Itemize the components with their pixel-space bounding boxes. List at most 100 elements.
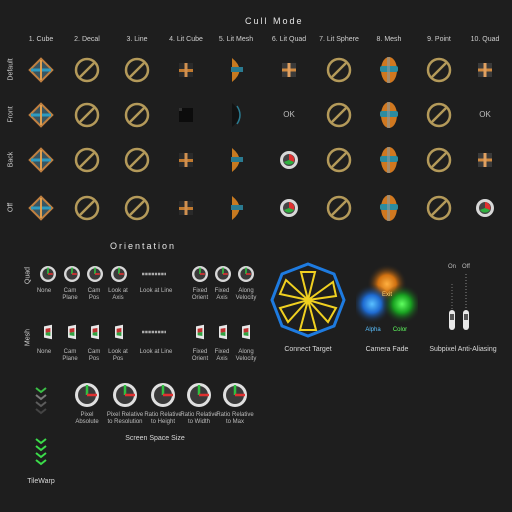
cull-mesh-icon: [374, 145, 404, 175]
orientation-quad-icon: [188, 262, 212, 286]
cull-litcube-icon: [171, 145, 201, 175]
screen-space-gizmo-icon: [184, 380, 214, 410]
orientation-quad-icon: [83, 262, 107, 286]
cull-ring-icon: [72, 145, 102, 175]
arrow-stack-green-icon: [34, 436, 48, 466]
cull-column-header: 8. Mesh: [376, 36, 402, 43]
orientation-mesh-icon: [234, 320, 258, 344]
cull-ring-icon: [324, 145, 354, 175]
cull-ring-icon: [324, 100, 354, 130]
cull-ring-icon: [122, 55, 152, 85]
cull-ring-icon: [72, 193, 102, 223]
orientation-mesh-icon: [60, 320, 84, 344]
cull-ring-icon: [424, 55, 454, 85]
orientation-quad-label: Fixed Axis: [214, 288, 230, 301]
orientation-mesh-label: Along Velocity: [235, 349, 257, 362]
screen-space-label: Ratio Relative to Height: [144, 412, 182, 425]
orientation-mesh-label: Fixed Axis: [214, 349, 230, 362]
cull-litcube-icon: [171, 193, 201, 223]
orientation-mesh-icon: [107, 320, 131, 344]
orientation-mesh-icon: [36, 320, 60, 344]
orientation-quad-label: Look at Axis: [108, 288, 128, 301]
cull-column-header: 3. Line: [126, 36, 148, 43]
cull-ring-icon: [72, 100, 102, 130]
cull-litcube-dark-icon: [171, 100, 201, 130]
cull-litquad-icon: [470, 55, 500, 85]
connect-target-title: Connect Target: [284, 346, 332, 353]
cull-sphere-icon: [274, 193, 304, 223]
subpixel-aa-icon: [440, 270, 480, 334]
orientation-quad-icon: [211, 262, 235, 286]
orientation-mesh-label: Look at Line: [139, 349, 173, 355]
orientation-mesh-label: None: [36, 349, 52, 355]
camera-fade-icon: [356, 262, 418, 340]
arrow-stack-gray-icon: [34, 385, 48, 415]
cull-ring-icon: [424, 100, 454, 130]
cull-row-header: Default: [7, 58, 15, 81]
orientation-mesh-icon: [83, 320, 107, 344]
screen-space-gizmo-icon: [148, 380, 178, 410]
cull-ring-icon: [324, 193, 354, 223]
screen-space-label: Pixel Absolute: [75, 412, 99, 425]
cull-column-header: 6. Lit Quad: [271, 36, 307, 43]
cull-ring-icon: [424, 145, 454, 175]
subpixel-on-label: On: [447, 264, 456, 270]
cull-column-header: 4. Lit Cube: [169, 36, 203, 43]
orientation-mesh-label: Look at Pos: [108, 349, 128, 362]
cull-sphere-icon: [470, 193, 500, 223]
cull-litquad-icon: [470, 145, 500, 175]
orientation-quad-icon: [130, 262, 178, 286]
orientation-quad-label: Along Velocity: [235, 288, 257, 301]
screen-space-gizmo-icon: [110, 380, 140, 410]
cull-litmesh-dark-icon: [221, 100, 251, 130]
camera-fade-title: Camera Fade: [365, 346, 409, 353]
orientation-title: Orientation: [110, 241, 177, 251]
orientation-quad-label: Look at Line: [139, 288, 173, 294]
cull-ring-icon: [424, 193, 454, 223]
cull-column-header: 2. Decal: [74, 36, 100, 43]
cull-litmesh-icon: [221, 145, 251, 175]
cull-sphere-icon: [274, 145, 304, 175]
cull-cube-icon: [26, 193, 56, 223]
cull-ring-icon: [72, 55, 102, 85]
subpixel-off-label: Off: [462, 264, 470, 270]
screen-space-title: Screen Space Size: [125, 435, 185, 442]
cull-column-header: 10. Quad: [470, 36, 500, 43]
cull-column-header: 9. Point: [427, 36, 451, 43]
screen-space-gizmo-icon: [220, 380, 250, 410]
orientation-mesh-icon: [130, 320, 178, 344]
orientation-mesh-icon: [188, 320, 212, 344]
screen-space-label: Pixel Relative to Resolution: [106, 412, 144, 425]
cull-cube-icon: [26, 145, 56, 175]
orientation-mesh-label: Cam Plane: [62, 349, 78, 362]
cull-litcube-icon: [171, 55, 201, 85]
cull-ring-icon: [122, 193, 152, 223]
cull-ring-icon: [324, 55, 354, 85]
camera-fade-alpha-label: Alpha: [365, 327, 381, 333]
cull-litquad-icon: [274, 55, 304, 85]
cull-column-header: 1. Cube: [28, 36, 54, 43]
cull-mesh-icon: [374, 55, 404, 85]
tilewarp-label: TileWarp: [27, 478, 55, 485]
cull-row-header: Front: [7, 106, 15, 123]
orientation-mesh-icon: [211, 320, 235, 344]
screen-space-gizmo-icon: [72, 380, 102, 410]
cull-cube-icon: [26, 55, 56, 85]
camera-fade-exit-label: Exit: [381, 292, 392, 298]
cull-ring-icon: [122, 145, 152, 175]
orientation-quad-icon: [107, 262, 131, 286]
orientation-mesh-label: Fixed Orient: [191, 349, 209, 362]
cull-row-header: Off: [7, 202, 15, 213]
screen-space-label: Ratio Relative to Max: [216, 412, 254, 425]
orientation-quad-icon: [234, 262, 258, 286]
orientation-mesh-label: Cam Pos: [87, 349, 101, 362]
cull-column-header: 7. Lit Sphere: [319, 36, 359, 43]
cull-row-header: Back: [7, 151, 15, 168]
orientation-quad-icon: [60, 262, 84, 286]
camera-fade-color-label: Color: [392, 327, 408, 333]
orientation-quad-label: None: [36, 288, 52, 294]
orientation-quad-label: Fixed Orient: [191, 288, 209, 301]
cull-mesh-icon: [374, 193, 404, 223]
subpixel-aa-title: Subpixel Anti-Aliasing: [429, 346, 497, 353]
cull-mesh-icon: [374, 100, 404, 130]
